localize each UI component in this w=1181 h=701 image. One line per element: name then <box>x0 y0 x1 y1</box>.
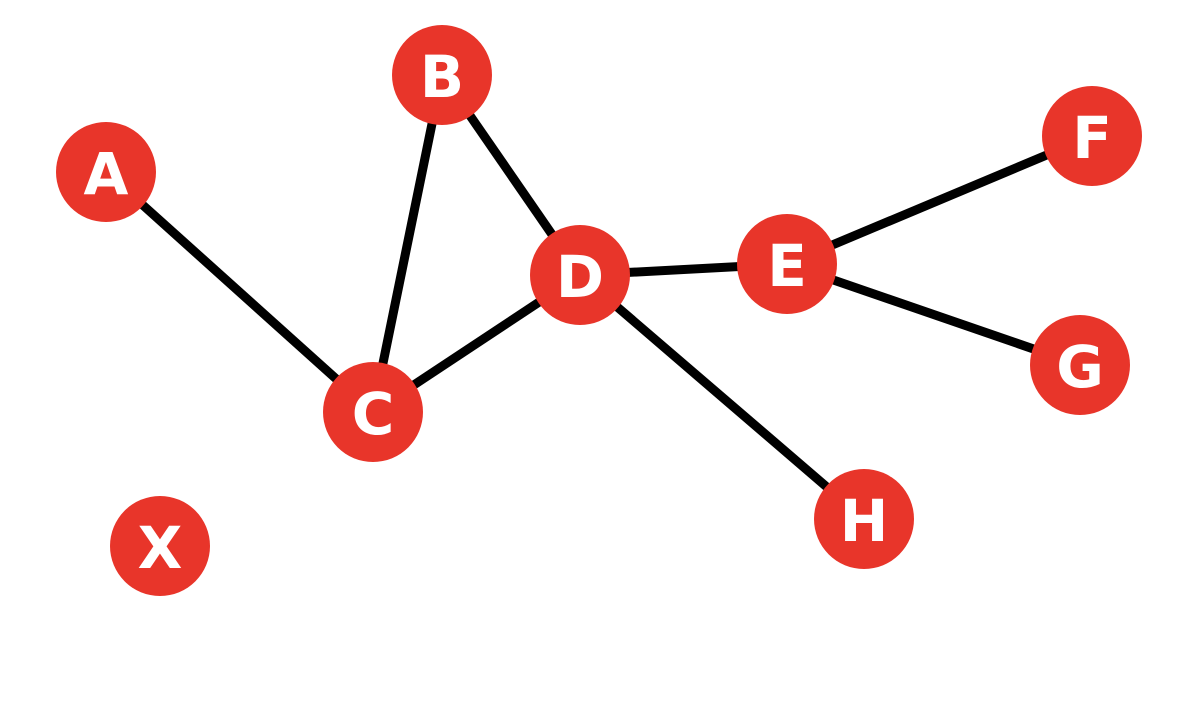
node-e: E <box>737 214 837 314</box>
node-circle-d <box>530 225 630 325</box>
node-label-b: B <box>420 43 464 111</box>
node-label-c: C <box>352 380 395 448</box>
node-b: B <box>392 25 492 125</box>
node-circle-c <box>323 362 423 462</box>
node-label-d: D <box>556 243 604 311</box>
edge-b-c <box>368 74 447 413</box>
nodes-layer: A B C D E F G H X <box>56 25 1142 596</box>
edge-e-g <box>785 259 1082 370</box>
node-f: F <box>1042 86 1142 186</box>
node-circle-f <box>1042 86 1142 186</box>
node-c: C <box>323 362 423 462</box>
node-circle-g <box>1030 315 1130 415</box>
node-circle-x <box>110 496 210 596</box>
edge-a-c <box>102 168 377 416</box>
node-a: A <box>56 122 156 222</box>
node-g: G <box>1030 315 1130 415</box>
node-circle-a <box>56 122 156 222</box>
node-circle-b <box>392 25 492 125</box>
node-circle-e <box>737 214 837 314</box>
node-x: X <box>110 496 210 596</box>
node-label-h: H <box>840 487 889 555</box>
node-label-e: E <box>767 232 807 300</box>
node-label-x: X <box>138 514 183 582</box>
node-d: D <box>530 225 630 325</box>
node-h: H <box>814 469 914 569</box>
node-circle-h <box>814 469 914 569</box>
edge-e-f <box>785 131 1094 269</box>
node-label-g: G <box>1056 333 1104 401</box>
node-label-f: F <box>1072 104 1112 172</box>
edge-d-h <box>577 271 867 523</box>
node-label-a: A <box>84 140 129 208</box>
